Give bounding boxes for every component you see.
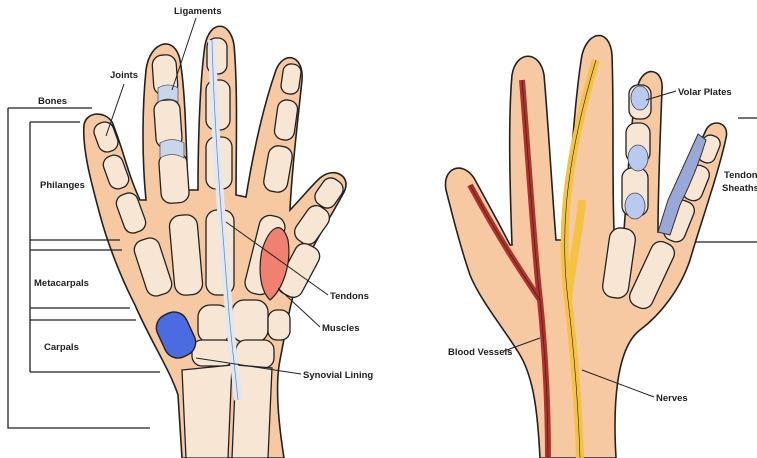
label-muscles: Muscles	[322, 323, 360, 334]
label-joints: Joints	[110, 70, 138, 81]
label-synovial-lining: Synovial Lining	[303, 370, 373, 381]
label-blood-vessels: Blood Vessels	[448, 347, 512, 358]
label-nerves: Nerves	[656, 393, 688, 404]
label-bones: Bones	[38, 96, 67, 107]
label-carpals: Carpals	[44, 342, 79, 353]
label-tendons: Tendons	[330, 291, 369, 302]
label-ligaments: Ligaments	[174, 6, 222, 17]
label-phalanges: Philanges	[40, 180, 85, 191]
left-forearm-bones	[182, 365, 272, 458]
label-tendon-sheaths-line2: Sheaths	[722, 183, 757, 194]
label-volar-plates: Volar Plates	[678, 87, 732, 98]
left-hand-illustration	[84, 26, 347, 458]
label-metacarpals: Metacarpals	[34, 278, 89, 289]
label-tendon-sheaths-line1: Tendon	[724, 170, 757, 181]
